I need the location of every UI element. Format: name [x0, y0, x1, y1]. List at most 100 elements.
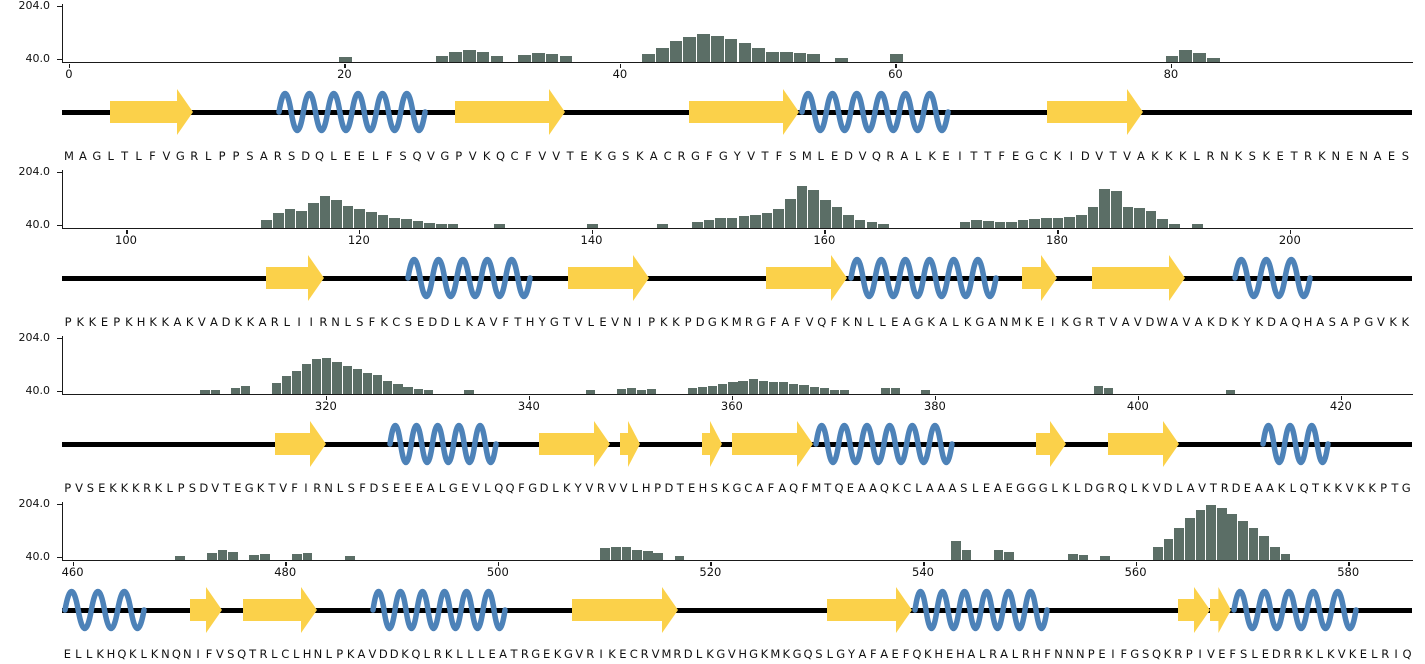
histogram-bar [322, 357, 332, 394]
sequence-letter: P [455, 149, 463, 163]
histogram-bar [632, 549, 642, 560]
histogram-bar [626, 388, 637, 394]
sequence-letter: E [1005, 481, 1013, 495]
sequence-letter: F [205, 647, 213, 661]
sequence-letter: S [381, 481, 389, 495]
sequence-letter: Q [912, 647, 922, 661]
sequence-letter: S [1248, 149, 1256, 163]
histogram-bar [261, 219, 272, 228]
sequence-letter: G [1072, 315, 1082, 329]
sequence-letter: K [1318, 149, 1326, 163]
beta-strand-arrow [539, 421, 611, 467]
sequence-letter: H [934, 647, 944, 661]
sequence-letter: D [199, 481, 209, 495]
strand-arrow-svg [189, 587, 222, 633]
sequence-letter: E [488, 647, 496, 661]
sequence-letter: S [960, 481, 968, 495]
sequence-letter: Y [733, 149, 741, 163]
sequence-letter: L [914, 149, 922, 163]
histogram-bar [354, 209, 366, 228]
sequence-letter: N [161, 647, 170, 661]
sequence-letter: C [392, 315, 401, 329]
alpha-helix-wave [370, 586, 509, 634]
strand-arrow-svg [731, 421, 813, 467]
sequence-letter: T [1209, 481, 1217, 495]
sequence-letter: K [380, 315, 388, 329]
sequence-letter: F [870, 647, 877, 661]
histogram-bar [332, 361, 342, 394]
x-axis-tick-label: 380 [923, 399, 946, 413]
alpha-helix-wave [275, 88, 428, 136]
x-axis-tick-label: 520 [699, 565, 722, 579]
sequence-letter: G [531, 647, 541, 661]
sequence-letter: A [857, 481, 866, 495]
histogram-bar [342, 206, 354, 228]
histogram-bar [230, 387, 241, 394]
sequence-letter: N [1220, 149, 1229, 163]
sequence-letter: A [78, 149, 87, 163]
sequence-letter: T [566, 149, 574, 163]
sequence-letter: R [1085, 315, 1094, 329]
sequence-letter: Q [817, 315, 827, 329]
histogram-bar [424, 222, 435, 228]
histogram-bar [423, 389, 433, 394]
histogram-bar [1238, 520, 1248, 560]
sequence-letter: L [867, 315, 874, 329]
histogram-bar [831, 206, 843, 228]
sequence-letter: C [629, 647, 638, 661]
sequence-letter: S [622, 149, 630, 163]
sequence-letter: H [302, 647, 312, 661]
sequence-letter: L [1176, 481, 1183, 495]
sequence-letter: K [88, 315, 97, 329]
beta-strand-arrow [701, 421, 722, 467]
sequence-letter: L [292, 647, 300, 661]
x-axis-tick [1135, 561, 1138, 566]
histogram-bar [1041, 218, 1052, 228]
histogram-bar [403, 386, 413, 394]
sequence-letter: R [586, 647, 595, 661]
sequence-letter: A [1170, 315, 1179, 329]
x-axis-tick [285, 561, 287, 566]
histogram-bar [711, 35, 724, 62]
helix-wave-svg [405, 256, 534, 300]
sequence-letter: A [499, 647, 507, 661]
x-axis-tick [1137, 395, 1140, 400]
sequence-letter: E [98, 481, 106, 495]
histogram-bar [1192, 224, 1203, 228]
sequence-letter: L [456, 647, 463, 661]
sequence-letter: E [891, 647, 899, 661]
sequence-letter: G [718, 149, 728, 163]
histogram-bar [1195, 509, 1206, 560]
sequence-letter: A [258, 315, 267, 329]
sequence-letter: L [1051, 481, 1058, 495]
sequence-letter: T [761, 149, 769, 163]
histogram-bar [217, 549, 228, 560]
sequence-letter: K [1163, 647, 1172, 661]
strand-arrow-svg [110, 89, 194, 135]
sequence-letter: A [426, 481, 435, 495]
sequence-letter: E [100, 315, 109, 329]
y-axis-tick-label: 204.0 [18, 165, 51, 179]
sequence-letter: Q [412, 149, 422, 163]
sequence-letter: G [1016, 481, 1025, 495]
sequence-letter: V [472, 481, 480, 495]
histogram-bar [807, 53, 821, 62]
histogram-bar [703, 219, 715, 228]
sequence-letter: K [246, 315, 255, 329]
sequence-letter: R [273, 149, 282, 163]
sequence-letter: K [1061, 315, 1069, 329]
sequence-letter: T [514, 315, 522, 329]
histogram-bar [200, 390, 210, 394]
histogram-bar [545, 54, 559, 62]
sequence-letter: R [744, 315, 753, 329]
sequence-letter: P [232, 149, 240, 163]
sequence-letter: F [291, 481, 298, 495]
histogram-bar [843, 214, 854, 228]
sequence-letter: S [1141, 647, 1150, 661]
beta-strand-arrow [275, 421, 327, 467]
sequence-letter: L [1371, 647, 1378, 661]
histogram-bar [724, 38, 738, 62]
sequence-letter: A [988, 315, 996, 329]
